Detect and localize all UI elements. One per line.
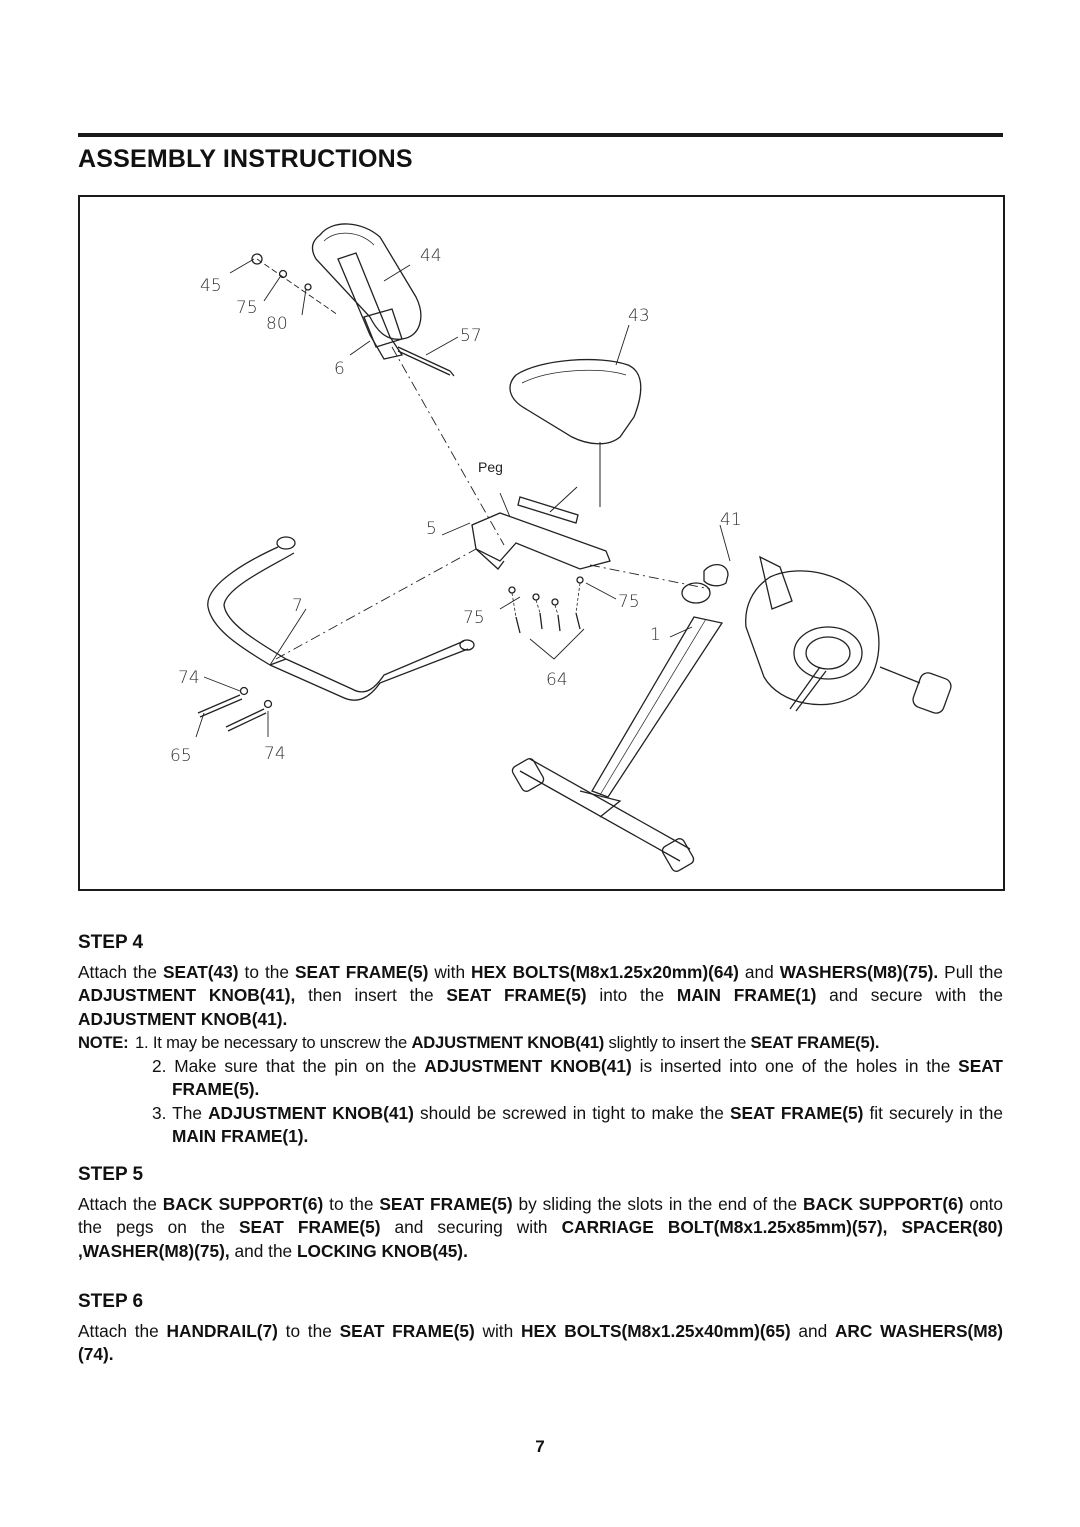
callout-label: 1: [650, 625, 661, 645]
pedal-crank-hub: [793, 626, 863, 680]
step-4-heading: STEP 4: [78, 932, 144, 953]
step-5-heading: STEP 5: [78, 1164, 144, 1185]
pedal-knob: [912, 672, 952, 714]
callout-label: 57: [460, 326, 482, 346]
callout-label: 7: [292, 596, 303, 616]
callout-label: 64: [546, 670, 568, 690]
note-item-3: 3. The ADJUSTMENT KNOB(41) should be scr…: [152, 1102, 1003, 1147]
spacer-80: [304, 283, 312, 291]
locking-knob-45: [251, 253, 263, 265]
seat-frame: [471, 512, 611, 570]
handrail: [207, 546, 295, 666]
callout-label: Peg: [478, 459, 503, 475]
main-frame: [591, 616, 724, 798]
hex-bolts-64: [515, 612, 581, 634]
callout-label: 5: [426, 519, 437, 539]
carriage-bolt-57: [397, 346, 455, 377]
step-6-body: Attach the HANDRAIL(7) to the SEAT FRAME…: [78, 1320, 1004, 1365]
header-rule: [78, 133, 1003, 137]
step-6-section: STEP 6 Attach the HANDRAIL(7) to the SEA…: [78, 1290, 1003, 1367]
callout-label: 41: [720, 510, 742, 530]
callout-label: 74: [178, 668, 200, 688]
note-item-1: NOTE:1. It may be necessary to unscrew t…: [78, 1031, 1003, 1055]
page-title: ASSEMBLY INSTRUCTIONS: [78, 145, 413, 173]
washers-75-seat: [508, 576, 584, 606]
hex-bolts-65: [197, 694, 267, 732]
callout-label: 44: [420, 246, 442, 266]
back-support-bracket: [337, 252, 404, 360]
step-5-body: Attach the BACK SUPPORT(6) to the SEAT F…: [78, 1193, 1003, 1261]
callout-label: 75: [463, 608, 485, 628]
callout-label: 65: [170, 746, 192, 766]
flywheel-housing: [745, 570, 880, 706]
note-label: NOTE:: [78, 1033, 129, 1052]
step-4-body: Attach the SEAT(43) to the SEAT FRAME(5)…: [78, 961, 1004, 1029]
callout-label: 6: [334, 359, 345, 379]
note-item-2: 2. Make sure that the pin on the ADJUSTM…: [152, 1055, 1003, 1100]
step-6-heading: STEP 6: [78, 1291, 144, 1312]
callout-label: 75: [236, 298, 258, 318]
step-4-section: STEP 4 Attach the SEAT(43) to the SEAT F…: [78, 931, 1003, 1149]
adjustment-knob-41: [703, 564, 729, 587]
step-5-section: STEP 5 Attach the BACK SUPPORT(6) to the…: [78, 1163, 1003, 1263]
callout-label: 74: [264, 744, 286, 764]
callout-label: 45: [200, 276, 222, 296]
page-number: 7: [535, 1437, 545, 1456]
callout-label: 43: [628, 306, 650, 326]
arc-washers-74: [239, 686, 273, 709]
callout-label: 80: [266, 314, 288, 334]
rear-stabilizer: [519, 758, 691, 862]
callout-label: 75: [618, 592, 640, 612]
seat-cushion: [509, 358, 642, 445]
